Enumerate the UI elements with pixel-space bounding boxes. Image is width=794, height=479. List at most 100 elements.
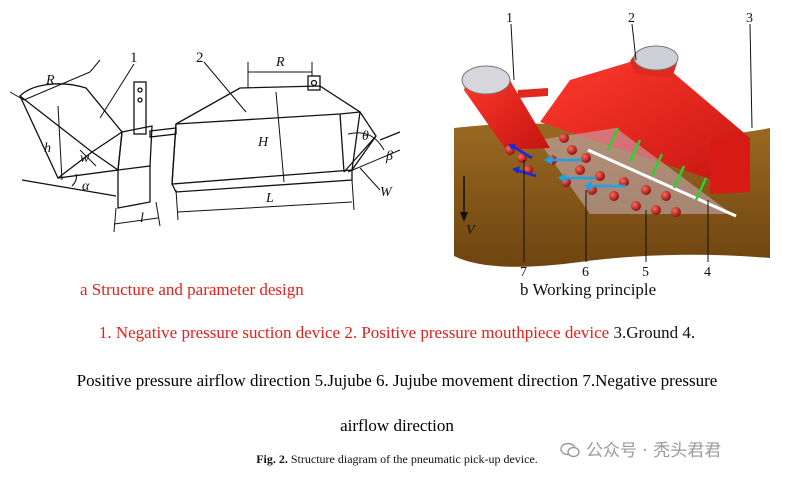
label-r-left: R [45, 73, 55, 88]
leader-part-1 [99, 63, 135, 119]
suction-outlet-box [117, 165, 151, 209]
label-w-big: W [380, 185, 393, 200]
label-l-big: L [265, 191, 274, 206]
figure-caption: Fig. 2. Structure diagram of the pneumat… [0, 452, 794, 467]
movement-arrowhead [544, 155, 552, 165]
velocity-arrow [460, 176, 468, 222]
label-part-1: 1 [130, 50, 138, 66]
negative-airflow-arrow [511, 144, 533, 160]
ground-line-right [379, 131, 401, 141]
jujube [595, 171, 605, 181]
movement-arrowhead-2 [558, 173, 566, 183]
support-post-hole [137, 87, 143, 93]
jujube [567, 145, 577, 155]
positive-airflow-arrow-2 [628, 139, 642, 163]
label-part-2: 2 [196, 50, 204, 66]
legend-parts-black: 3.Ground 4. [609, 323, 696, 342]
support-post-hole-2 [137, 97, 143, 103]
mouthpiece-left-edge [171, 123, 177, 185]
jujube [651, 205, 661, 215]
ground-line-left [21, 179, 117, 197]
jujube [641, 185, 651, 195]
legend-line-2: Positive pressure airflow direction 5.Ju… [76, 371, 718, 390]
suction-inlet-opening [461, 65, 511, 95]
jujube [575, 165, 585, 175]
suction-connector [518, 88, 548, 98]
label-velocity: V [466, 223, 476, 238]
label-w: w [80, 151, 90, 166]
dim-h-big-line [275, 91, 285, 183]
dim-r-left-ext-2 [89, 59, 101, 73]
connector-bar [149, 127, 177, 138]
leader-part-2 [631, 23, 637, 61]
negative-airflow-arrowhead-2 [512, 166, 520, 174]
dim-l-ext-2 [155, 201, 161, 227]
dim-w-big-line [359, 167, 381, 191]
dim-r-left-ext [9, 91, 25, 101]
dim-r-left-line [23, 71, 91, 101]
label-part-6: 6 [582, 265, 589, 280]
nozzle-edge [343, 135, 377, 173]
jujube [559, 133, 569, 143]
velocity-arrowhead [460, 212, 468, 222]
label-h-big: H [257, 135, 269, 150]
mouthpiece-inlet-opening [633, 45, 679, 71]
jujube [661, 191, 671, 201]
positive-airflow-arrow [606, 127, 620, 151]
mouthpiece-device-body [540, 62, 750, 192]
mounting-lug [307, 75, 321, 91]
jujube [619, 177, 629, 187]
jujube-movement-arrows [544, 155, 626, 191]
mouthpiece-top-edge [175, 111, 361, 125]
label-h: h [44, 141, 51, 156]
dim-h-line [57, 105, 63, 181]
label-r-top: R [275, 55, 285, 70]
mouthpiece-bottom-lip [171, 170, 353, 193]
dim-l-big-line [177, 201, 353, 213]
legend-line-1: 1. Negative pressure suction device 2. P… [0, 323, 794, 343]
negative-airflow-arrowhead [508, 144, 516, 150]
jujube [581, 153, 591, 163]
mounting-lug-hole [310, 79, 318, 87]
jujube [671, 207, 681, 217]
suction-device-top-face [19, 83, 123, 153]
leader-part-1 [510, 23, 515, 81]
leader-lines [510, 23, 753, 262]
wechat-icon [560, 442, 580, 458]
jujube [631, 201, 641, 211]
leader-part-2 [203, 61, 247, 113]
dim-w-line [79, 149, 97, 167]
dim-l-line [113, 217, 159, 225]
label-part-2: 2 [628, 11, 635, 26]
dim-alpha-arc [71, 173, 77, 187]
positive-airflow-arrow-3 [650, 153, 664, 177]
negative-airflow-arrow-2 [515, 168, 537, 178]
working-principle-render: V 1 2 3 7 6 5 4 [454, 11, 770, 280]
panel-b-caption: b Working principle [520, 280, 657, 299]
mouthpiece-end-face [710, 138, 750, 194]
positive-airflow-arrow-4 [672, 165, 686, 189]
label-part-1: 1 [506, 11, 513, 26]
label-part-4: 4 [704, 265, 711, 280]
watermark: 公众号 · 秃头君君 [560, 436, 721, 461]
suction-device-edge [91, 151, 119, 171]
watermark-text: 公众号 · 秃头君君 [586, 441, 722, 461]
negative-airflow-arrows [508, 144, 537, 178]
label-beta: β [385, 149, 393, 164]
dim-l-ext [113, 207, 117, 233]
dim-l-big-ext [175, 189, 179, 221]
suction-outlet-top [117, 125, 153, 171]
legend-line-3: airflow direction [340, 416, 454, 435]
panel-a-caption: a Structure and parameter design [80, 280, 304, 299]
structure-drawing: R h w α l R H L θ β W 1 2 [9, 50, 401, 233]
positive-airflow-arrow-5 [694, 177, 708, 201]
nozzle-edge-highlight [587, 148, 737, 218]
working-principle-panel: V 1 2 3 7 6 5 4 [440, 0, 794, 280]
structure-diagram-panel: R h w α l R H L θ β W 1 2 [0, 0, 401, 250]
figure-label: Fig. 2. [256, 452, 288, 466]
label-theta: θ [362, 129, 369, 144]
label-part-5: 5 [642, 265, 649, 280]
positive-airflow-arrows [606, 127, 708, 201]
dim-beta-line [347, 149, 401, 173]
legend-parts-red: 1. Negative pressure suction device 2. P… [98, 323, 610, 342]
